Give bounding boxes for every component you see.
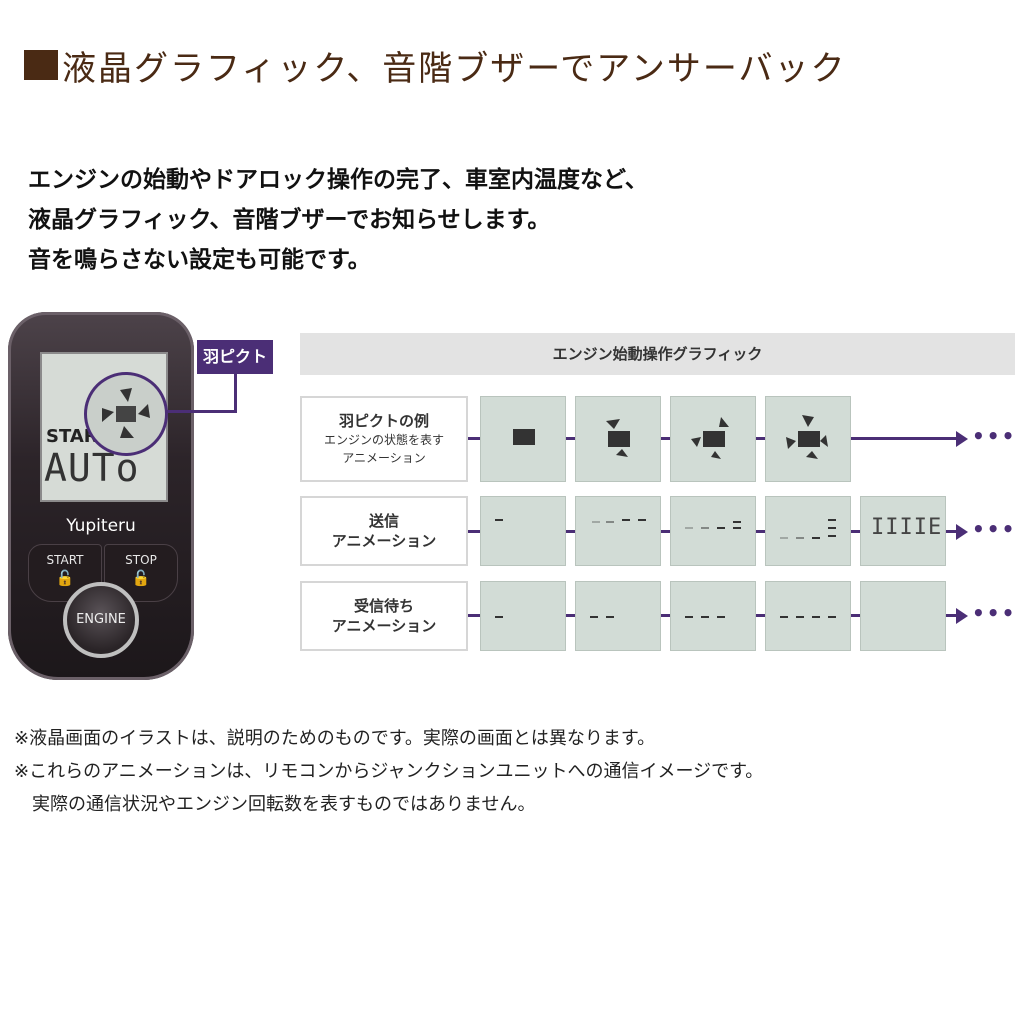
row-label-fan: 羽ピクトの例 エンジンの状態を表す アニメーション [300,396,468,482]
stop-button-label: STOP [125,553,157,567]
footnote: ※液晶画面のイラストは、説明のためのものです。実際の画面とは異なります。 [14,728,656,749]
lcd-segment [733,521,741,523]
flow-arrowhead-icon [956,431,968,447]
row-label-main: アニメーション [331,617,437,635]
lcd-frame: IIIIE [860,496,946,566]
diagram-header: エンジン始動操作グラフィック [300,333,1015,375]
lcd-segment [606,616,614,618]
lcd-segment [717,616,725,618]
intro-text: エンジンの始動やドアロック操作の完了、車室内温度など、 液晶グラフィック、音階ブ… [28,160,648,280]
brand-logo: Yupiteru [66,516,136,536]
lcd-segment [733,527,741,529]
lcd-segment [495,519,503,521]
intro-line: エンジンの始動やドアロック操作の完了、車室内温度など、 [28,167,648,193]
engine-button: ENGINE [63,582,139,658]
fan-icon [606,419,630,457]
lcd-segment [590,616,598,618]
fan-icon [102,388,150,438]
lcd-segment [717,527,725,529]
callout-line [166,410,236,413]
lcd-bars-text: IIIIE [871,515,943,540]
flow-arrowhead-icon [956,608,968,624]
continue-dots: ••• [972,424,1017,448]
fan-icon [786,415,828,459]
lock-icon: 🔓 [131,569,151,587]
lcd-segment [606,521,614,523]
fan-icon [691,417,729,459]
row-label-receive: 受信待ち アニメーション [300,581,468,651]
lcd-segment [796,616,804,618]
lcd-segment [685,527,693,529]
lcd-frame [480,581,566,651]
lcd-segment [495,616,503,618]
footnotes: ※液晶画面のイラストは、説明のためのものです。実際の画面とは異なります。 ※これ… [14,722,763,821]
row-label-main: 羽ピクトの例 [338,412,429,430]
footnote: ※これらのアニメーションは、リモコンからジャンクションユニットへの通信イメージで… [14,761,764,782]
fan-pictogram-callout [84,372,168,456]
lcd-segment [828,535,836,537]
flow-arrowhead-icon [956,524,968,540]
lcd-frame [765,396,851,482]
lcd-frame [670,496,756,566]
row-label-send: 送信 アニメーション [300,496,468,566]
row-label-main: 送信 [368,512,399,530]
row-label-sub: エンジンの状態を表す [323,433,444,447]
lcd-segment [828,616,836,618]
lcd-segment [812,616,820,618]
lcd-segment [701,527,709,529]
lcd-segment [701,616,709,618]
lcd-frame [480,496,566,566]
continue-dots: ••• [972,517,1017,541]
lcd-frame [575,396,661,482]
lock-icon: 🔓 [55,569,75,587]
lcd-frame [670,581,756,651]
lcd-frame [765,496,851,566]
row-label-main: アニメーション [331,532,437,550]
callout-line [234,372,237,413]
remote-control: START AUTo Yupiteru START 🔓 STOP 🔓 ENGIN… [8,312,194,680]
title-text: 液晶グラフィック、音階ブザーでアンサーバック [62,48,847,89]
footnote: 実際の通信状況やエンジン回転数を表すものではありません。 [14,794,536,815]
lcd-frame [575,581,661,651]
lcd-segment [812,537,820,539]
lcd-segment [780,537,788,539]
lcd-segment [828,527,836,529]
title-square-icon [24,50,58,80]
lcd-frame [860,581,946,651]
row-label-main: 受信待ち [353,597,414,615]
lcd-segment [796,537,804,539]
lcd-segment [638,519,646,521]
lcd-segment [828,519,836,521]
row-label-sub: アニメーション [342,451,426,465]
callout-label: 羽ピクト [197,340,273,374]
lcd-frame [765,581,851,651]
fan-icon [513,429,535,445]
lcd-frame [480,396,566,482]
lcd-segment [592,521,600,523]
lcd-segment [780,616,788,618]
continue-dots: ••• [972,601,1017,625]
lcd-frame [575,496,661,566]
intro-line: 液晶グラフィック、音階ブザーでお知らせします。 [28,207,551,233]
start-button-label: START [46,553,84,567]
page-title: 液晶グラフィック、音階ブザーでアンサーバック [24,40,847,90]
lcd-segment [685,616,693,618]
intro-line: 音を鳴らさない設定も可能です。 [28,247,371,273]
lcd-frame [670,396,756,482]
lcd-segment [622,519,630,521]
